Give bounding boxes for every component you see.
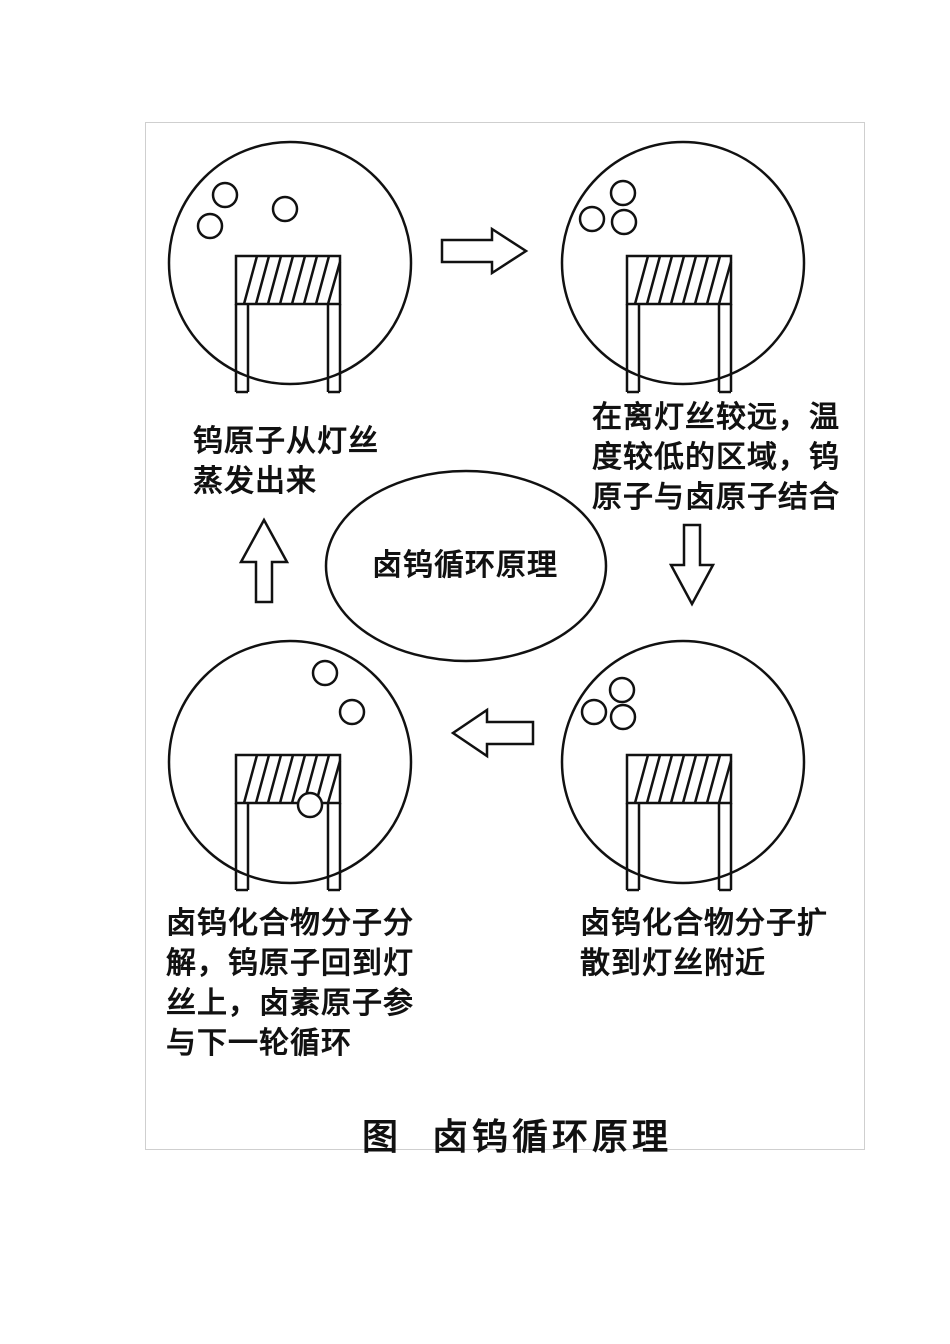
step-line: 丝上，卤素原子参 [166, 986, 414, 1021]
tungsten-atom [196, 212, 224, 240]
step-label-bottom-right: 卤钨化合物分子扩 散到灯丝附近 [580, 904, 828, 984]
halogen-atom [609, 179, 637, 207]
figure-caption: 图卤钨循环原理 [362, 1108, 672, 1160]
bulb-glass [560, 140, 806, 386]
filament-coil [625, 753, 733, 805]
step-line: 蒸发出来 [193, 464, 317, 499]
filament-leads [625, 304, 733, 394]
step-label-top-right: 在离灯丝较远，温 度较低的区域，钨 原子与卤原子结合 [592, 398, 840, 518]
filament-coil [234, 753, 342, 805]
tungsten-halide-molecule [580, 676, 637, 731]
step-line: 解，钨原子回到灯 [166, 946, 414, 981]
tungsten-atom [271, 195, 299, 223]
bulb-bottom-right [560, 639, 806, 892]
filament-leads [625, 803, 733, 892]
step-line: 卤钨化合物分子扩 [580, 906, 828, 941]
step-line: 原子与卤原子结合 [592, 480, 840, 515]
tungsten-atom-on-filament [296, 791, 324, 819]
filament-coil [234, 254, 342, 306]
filament-coil [625, 254, 733, 306]
filament-leads [234, 304, 342, 394]
filament-leads [234, 803, 342, 892]
tungsten-halide-molecule [578, 179, 638, 236]
halogen-atom [610, 208, 638, 236]
step-line: 与下一轮循环 [166, 1026, 352, 1061]
arrow-right-icon [440, 226, 529, 276]
center-label: 卤钨循环原理 [372, 548, 558, 583]
bulb-glass [167, 639, 413, 885]
step-line: 散到灯丝附近 [580, 946, 766, 981]
halogen-atoms [311, 659, 366, 726]
caption-prefix: 图 [362, 1117, 403, 1158]
bulb-bottom-left [167, 639, 413, 892]
step-line: 钨原子从灯丝 [193, 424, 379, 459]
step-label-bottom-left: 卤钨化合物分子分 解，钨原子回到灯 丝上，卤素原子参 与下一轮循环 [166, 904, 414, 1064]
bulb-top-left [167, 140, 413, 394]
halogen-atom [609, 703, 637, 731]
step-line: 度较低的区域，钨 [592, 440, 840, 475]
center-ellipse [324, 469, 608, 663]
bulb-glass [167, 140, 413, 386]
tungsten-atom [578, 205, 606, 233]
arrow-up-icon [238, 517, 290, 604]
figure-frame [145, 122, 865, 1150]
arrow-left-icon [450, 707, 535, 759]
halogen-atom [338, 698, 366, 726]
step-label-top-left: 钨原子从灯丝 蒸发出来 [193, 422, 379, 502]
step-line: 在离灯丝较远，温 [592, 400, 840, 435]
bulb-glass [560, 639, 806, 885]
tungsten-atom [580, 698, 608, 726]
step-line: 卤钨化合物分子分 [166, 906, 414, 941]
tungsten-atoms [196, 181, 299, 240]
arrow-down-icon [668, 523, 716, 607]
halogen-atom [608, 676, 636, 704]
halogen-atom [311, 659, 339, 687]
bulb-top-right [560, 140, 806, 394]
caption-title: 卤钨循环原理 [432, 1117, 673, 1158]
tungsten-atom [211, 181, 239, 209]
